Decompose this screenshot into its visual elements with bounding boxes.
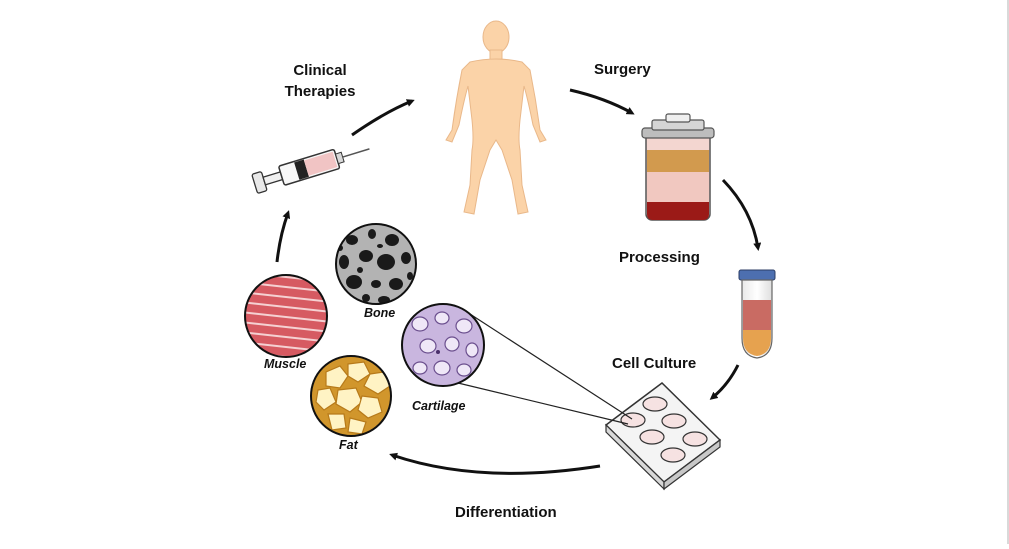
processing-label: Processing (619, 249, 700, 266)
arrow-differentiation (389, 452, 601, 475)
arrow-to-syringe (275, 210, 291, 263)
fat-tissue-circle (310, 355, 392, 437)
muscle-tissue-circle (244, 274, 328, 358)
fat-label: Fat (339, 438, 358, 452)
zoom-lines (457, 313, 633, 425)
differentiation-label: Differentiation (455, 504, 557, 521)
human-body-icon (445, 20, 547, 215)
arrow-to-surgery (569, 88, 635, 115)
arrow-to-cell-culture (709, 364, 740, 400)
syringe-icon (251, 148, 370, 194)
arrow-to-processing (721, 178, 762, 251)
arrow-to-body (351, 99, 415, 137)
cartilage-tissue-circle (401, 303, 485, 387)
cartilage-label: Cartilage (412, 399, 466, 413)
bone-label: Bone (364, 306, 396, 320)
page-edge-divider (1007, 0, 1009, 544)
cycle-arrows (275, 88, 762, 475)
surgery-label: Surgery (594, 61, 651, 78)
blood-jar-icon (641, 113, 715, 221)
clinical-therapies-line2: Therapies (284, 83, 356, 100)
bone-tissue-circle (335, 223, 417, 305)
cell-culture-label: Cell Culture (612, 355, 697, 372)
test-tube-icon (738, 269, 776, 359)
clinical-therapies-line1: Clinical (293, 62, 347, 79)
clinical-therapies-label: Clinical Therapies (275, 60, 365, 102)
well-plate-icon (604, 382, 722, 491)
muscle-label: Muscle (264, 357, 307, 371)
